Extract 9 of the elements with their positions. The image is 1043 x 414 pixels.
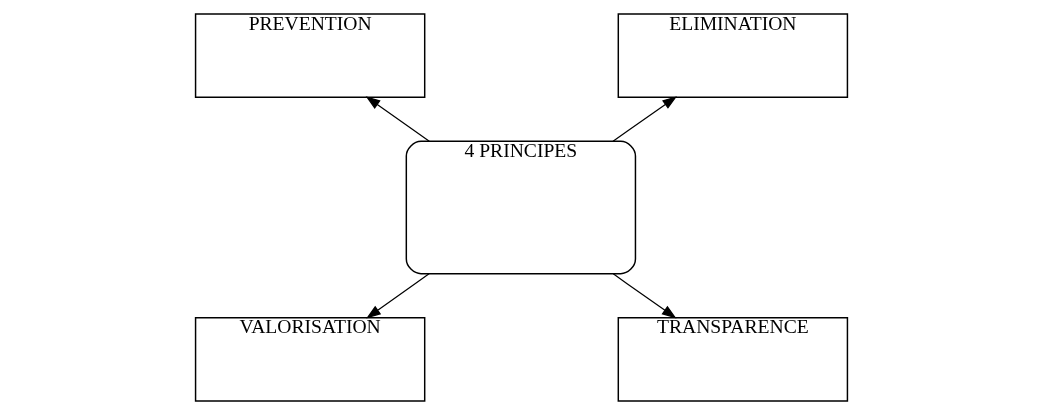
arrow	[365, 95, 430, 142]
arrow	[612, 95, 678, 142]
node-box: ELIMINATION	[617, 12, 849, 98]
node-box: VALORISATION	[194, 316, 426, 402]
node-box: PREVENTION	[194, 12, 426, 98]
arrow	[366, 272, 430, 318]
node-box: 4 PRINCIPES	[405, 140, 637, 274]
node-box: TRANSPARENCE	[617, 316, 849, 402]
arrow	[612, 272, 677, 318]
